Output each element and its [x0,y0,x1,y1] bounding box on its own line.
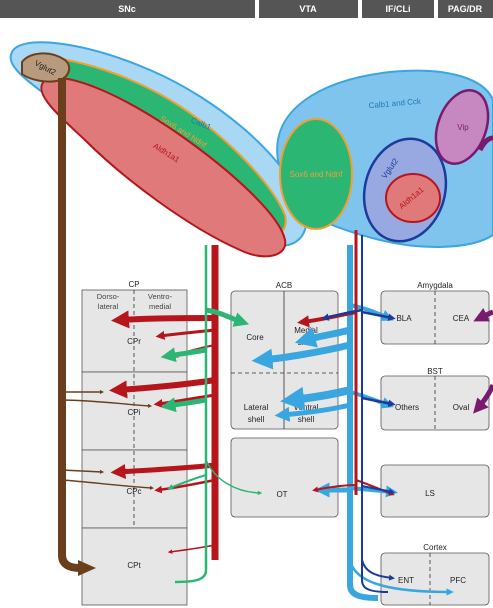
vip-label: Vip [457,123,469,132]
cp-box-t [81,527,188,606]
green-arrow-ot [205,459,263,496]
ls-box [380,464,490,518]
vglut2-branch-4 [61,479,155,490]
header-pagdr [438,0,493,18]
vglut2-vta-projections [321,235,396,593]
aldh1a1-vta-population [385,173,441,223]
vglut2-arrow-cpt [78,560,96,576]
calb1-cck-projections [251,245,454,601]
cp-target: CP Dorso- lateral Ventro- medial CPr CPi… [81,280,188,606]
blue-trunk [347,245,379,601]
navy-arrow-bla [361,310,396,321]
cortex-target: Cortex ENT PFC [380,543,490,606]
amygdala-target: Amygdala BLA CEA [380,281,490,345]
acb-core-label: Core [246,333,264,342]
aldh1a1-snc-population [40,77,287,258]
bst-target: BST Others Oval [380,367,490,431]
header-snc-label: SNc [118,4,136,14]
ot-box [230,437,339,518]
sox6-ndnf-vta-label: Sox6 and Ndnf [290,170,344,179]
vip-population [434,89,490,165]
cp-title: CP [128,280,139,289]
sox6-ndnf-projections [160,245,263,584]
navy-arrow-others [361,396,396,407]
ot-label: OT [276,490,287,499]
amygdala-bla-label: BLA [396,314,412,323]
vglut2-trunk [58,78,81,572]
acb-lateral-shell-line2: shell [248,415,265,424]
cortex-title: Cortex [423,543,447,552]
green-arrow-cpr [160,347,207,363]
acb-medial-shell-line1: Medial [294,326,318,335]
header-ifcli-label: IF/CLi [386,4,411,14]
bst-oval-label: Oval [453,403,470,412]
bst-title: BST [427,367,443,376]
red-arrow-cpr-1 [111,310,216,329]
blue-arrow-ventral-shell [280,386,351,411]
green-arrow-core [205,307,250,327]
cpt-label: CPt [127,561,141,570]
cp-ventromedial-line1: Ventro- [148,292,173,301]
acb-ventral-shell-line2: shell [298,415,315,424]
cpc-label: CPc [126,487,141,496]
green-arrow-cpi [160,397,207,413]
cortex-box [380,552,490,606]
blue-arrow-medial-shell [294,326,351,348]
ls-label: LS [425,489,435,498]
purple-arrow-oval [473,383,493,414]
red-arrow-cpr-2 [155,328,216,340]
acb-title: ACB [276,281,292,290]
red-vta-arrow-ot [312,484,357,493]
sox6-ndnf-vta-population [279,118,353,230]
green-trunk [174,245,208,584]
acb-ventral-shell-line1: Ventral [294,403,319,412]
cp-dorsolateral-line2: lateral [98,302,119,311]
header-vta [259,0,358,18]
cpi-label: CPi [128,408,141,417]
header-ifcli [362,0,434,18]
ls-target: LS [380,464,490,518]
navy-arrow-ent [361,559,395,581]
cp-dorsolateral-line1: Dorso- [97,292,120,301]
vip-projections [473,307,493,414]
cpr-label: CPr [127,337,141,346]
header-vta-label: VTA [299,4,317,14]
acb-lateral-shell-line1: Lateral [244,403,269,412]
navy-arrow-ls [361,485,395,495]
cp-ventromedial-line2: medial [149,302,171,311]
blue-arrow-lateral-shell [274,402,351,422]
red-arrow-cpc-2 [154,478,216,494]
cortex-ent-label: ENT [398,576,414,585]
region-header: SNc VTA IF/CLi PAG/DR [0,0,493,18]
navy-arrow-medial-shell [321,308,363,321]
bst-others-label: Others [395,403,419,412]
blue-arrow-core [251,341,351,370]
amygdala-title: Amygdala [417,281,453,290]
green-arrow-cpc [167,474,207,490]
ot-target: OT [230,437,339,518]
vglut2-branch-3 [61,469,105,474]
header-snc [0,0,255,18]
blue-arrow-pfc [348,559,454,596]
vglut2-snc-population [21,52,71,83]
vip-outgoing-path [477,135,493,152]
purple-arrow-cea [473,307,493,322]
red-arrow-cpt [167,544,216,554]
amygdala-cea-label: CEA [453,314,470,323]
vglut2-snc-projections [58,78,155,576]
navy-trunk [361,235,389,593]
vglut2-branch-2 [61,399,153,408]
header-pagdr-label: PAG/DR [448,4,483,14]
cortex-pfc-label: PFC [450,576,466,585]
